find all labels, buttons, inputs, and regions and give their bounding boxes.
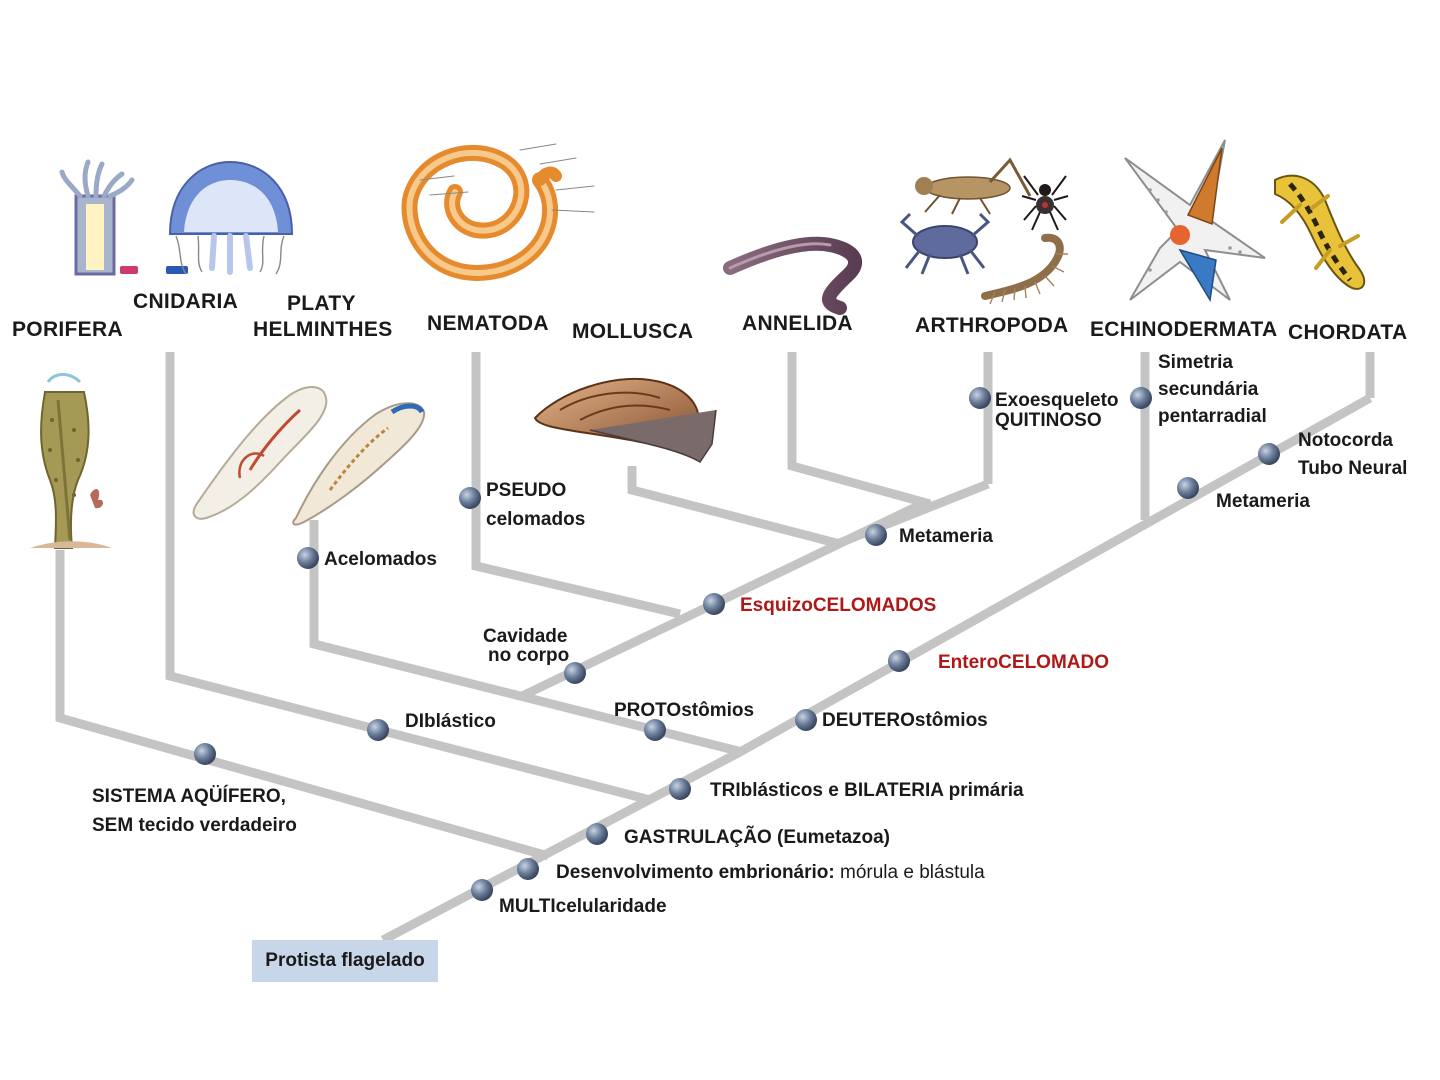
hydra-illustration — [59, 159, 188, 276]
trait-simetria-line1: Simetria — [1158, 352, 1233, 373]
node-pseudocelomados — [459, 487, 481, 509]
trait-metameria-protostome: Metameria — [899, 526, 993, 547]
node-desenvolvimento — [517, 858, 539, 880]
trait-acelomados: Acelomados — [324, 549, 437, 570]
trait-cavidade-line1: Cavidade — [483, 626, 568, 647]
node-protostomios — [644, 719, 666, 741]
trait-esquizocelomados: EsquizoCELOMADOS — [740, 595, 937, 616]
trait-multicelularidade: MULTIcelularidade — [499, 896, 667, 917]
trait-pseudocelomados-line2: celomados — [486, 509, 586, 530]
node-metameria-proto — [865, 524, 887, 546]
nematoda-branch — [471, 352, 682, 619]
sponge-illustration — [30, 373, 112, 549]
jellyfish-illustration — [168, 160, 294, 275]
node-sistema-aquifero — [194, 743, 216, 765]
node-enterocelomado — [888, 650, 910, 672]
trait-deuterostomios: DEUTEROstômios — [822, 710, 988, 731]
trait-metameria-deuterostome: Metameria — [1216, 491, 1310, 512]
grasshopper-illustration — [915, 157, 1032, 215]
trait-gastrulacao: GASTRULAÇÃO (Eumetazoa) — [624, 827, 891, 848]
phylum-cnidaria: CNIDARIA — [133, 290, 239, 313]
trait-desenvolvimento-label: Desenvolvimento embrionário: — [556, 862, 835, 883]
phylum-platyhelminthes-line1: PLATY — [287, 292, 356, 315]
trait-pseudocelomados-line1: PSEUDO — [486, 480, 567, 501]
trait-desenvolvimento: Desenvolvimento embrionário: mórula e bl… — [556, 862, 985, 884]
phylum-platyhelminthes-line2: HELMINTHES — [253, 318, 393, 341]
phylum-annelida: ANNELIDA — [742, 312, 853, 335]
phylum-porifera: PORIFERA — [12, 318, 123, 341]
spider-illustration — [1021, 175, 1069, 231]
trait-sistema-aquifero-line2: SEM tecido verdadeiro — [92, 815, 297, 836]
node-metameria-deut — [1177, 477, 1199, 499]
trait-sistema-aquifero-line1: SISTEMA AQÜÍFERO, — [92, 786, 286, 807]
trait-desenvolvimento-detail: mórula e blástula — [840, 862, 985, 883]
node-acelomados — [297, 547, 319, 569]
trait-notocorda-line2: Tubo Neural — [1298, 458, 1408, 479]
trait-triblasticos: TRIblásticos e BILATERIA primária — [710, 780, 1024, 801]
node-notocorda — [1258, 443, 1280, 465]
salamander-illustration — [1274, 174, 1366, 290]
node-gastrulacao — [586, 823, 608, 845]
node-esquizocelomados — [703, 593, 725, 615]
trait-enterocelomado: EnteroCELOMADO — [938, 652, 1109, 673]
starfish-illustration — [1124, 139, 1266, 303]
node-multicelularidade — [471, 879, 493, 901]
crab-illustration — [899, 212, 991, 275]
phylum-echinodermata: ECHINODERMATA — [1090, 318, 1278, 341]
trait-simetria-line2: secundária — [1158, 379, 1259, 400]
porifera-branch — [55, 550, 550, 861]
node-exoesqueleto — [969, 387, 991, 409]
trait-exoesqueleto-line2: QUITINOSO — [995, 410, 1102, 431]
phylum-mollusca: MOLLUSCA — [572, 320, 694, 343]
trait-protostomios: PROTOstômios — [614, 700, 755, 721]
node-triblasticos — [669, 778, 691, 800]
trait-notocorda-line1: Notocorda — [1298, 430, 1393, 451]
earthworm-illustration — [723, 236, 863, 315]
flatworm-illustration — [192, 386, 426, 526]
node-cavidade — [564, 662, 586, 684]
centipede-illustration — [981, 233, 1068, 305]
trait-cavidade-line2: no corpo — [488, 645, 570, 666]
snail-illustration — [533, 377, 717, 464]
phylum-chordata: CHORDATA — [1288, 321, 1408, 344]
mollusca-branch — [627, 466, 842, 549]
trait-nodes — [194, 387, 1280, 901]
phylum-arthropoda: ARTHROPODA — [915, 314, 1069, 337]
phylum-nematoda: NEMATODA — [427, 312, 549, 335]
trait-exoesqueleto-line1: Exoesqueleto — [995, 390, 1119, 411]
trait-diblastico: DIblástico — [405, 711, 496, 732]
annelida-branch — [787, 352, 932, 509]
arthropoda-connector — [830, 479, 990, 551]
node-deuterostomios — [795, 709, 817, 731]
roundworm-illustration — [401, 143, 595, 281]
root-label: Protista flagelado — [252, 940, 438, 982]
node-diblastico — [367, 719, 389, 741]
trait-simetria-line3: pentarradial — [1158, 406, 1267, 427]
cnidaria-branch — [165, 352, 652, 805]
node-simetria — [1130, 387, 1152, 409]
